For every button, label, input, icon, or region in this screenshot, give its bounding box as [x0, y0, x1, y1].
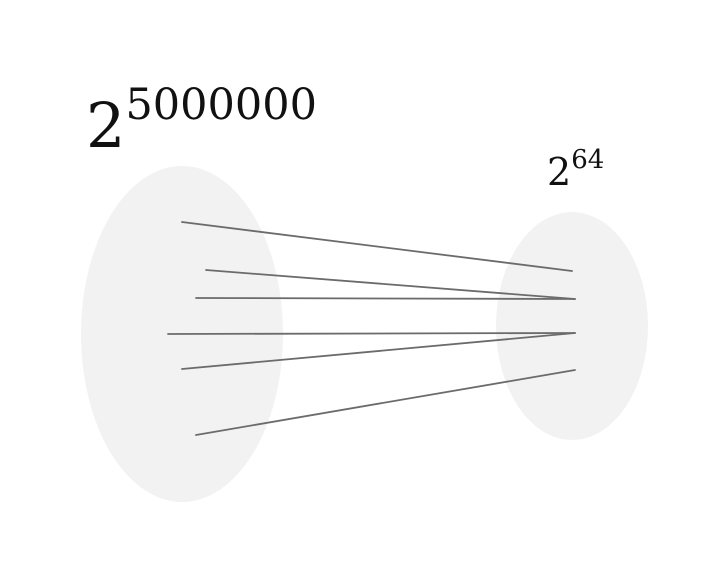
mapping-line	[205, 269, 576, 300]
mapping-lines	[167, 221, 576, 436]
mapping-line	[167, 332, 576, 335]
small-set-label-exponent: 64	[571, 145, 604, 175]
large-set-label: 25000000	[86, 80, 317, 162]
small-set-label-base: 2	[547, 150, 571, 194]
large-set-label-base: 2	[86, 89, 125, 162]
large-set-label-exponent: 5000000	[125, 80, 317, 130]
small-set-ellipse	[496, 212, 648, 440]
mapping-line	[181, 332, 576, 370]
small-set-label: 264	[547, 145, 604, 194]
mapping-line	[181, 221, 573, 272]
mapping-line	[195, 369, 576, 436]
mapping-line	[195, 297, 576, 300]
